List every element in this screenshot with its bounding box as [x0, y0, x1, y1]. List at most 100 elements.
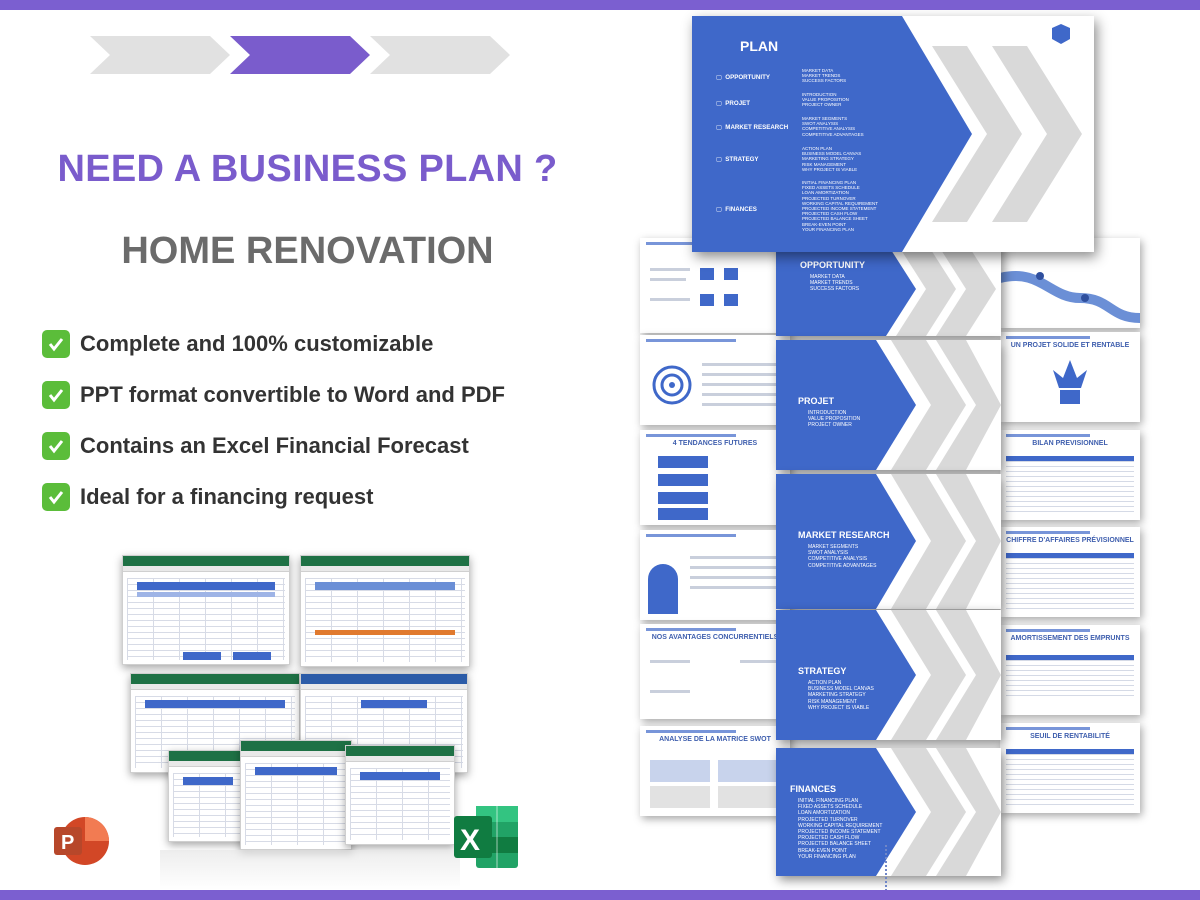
section-item: BUSINESS MODEL CANVAS	[808, 686, 874, 693]
content-slide	[640, 335, 790, 425]
logo-badge-icon	[1052, 24, 1070, 44]
section-title: STRATEGY	[798, 666, 847, 676]
excel-thumbnail	[130, 673, 300, 773]
content-slide: CHIFFRE D'AFFAIRES PRÉVISIONNEL	[1000, 527, 1140, 617]
plan-row-label: ▢ STRATEGY	[716, 156, 759, 163]
chevron-arrows-icon	[776, 748, 1001, 876]
plan-row-label: ▢ OPPORTUNITY	[716, 74, 770, 81]
section-item: RISK MANAGEMENT	[808, 698, 857, 705]
section-item: MARKETING STRATEGY	[808, 692, 866, 699]
section-title: PROJET	[798, 396, 835, 406]
chevron-arrows-icon	[776, 610, 1001, 740]
check-mark-icon	[42, 329, 70, 358]
section-item: SUCCESS FACTORS	[810, 286, 860, 293]
check-mark-icon	[42, 431, 70, 460]
excel-thumbnail	[122, 555, 290, 665]
section-slide-opportunity: OPPORTUNITY MARKET DATA MARKET TRENDS SU…	[776, 242, 1001, 336]
section-item: COMPETITIVE ADVANTAGES	[808, 562, 877, 569]
subheadline: HOME RENOVATION	[121, 230, 494, 272]
content-slide: AMORTISSEMENT DES EMPRUNTS	[1000, 625, 1140, 715]
section-item: MARKET DATA	[810, 274, 845, 280]
plan-row-label: ▢ MARKET RESEARCH	[716, 124, 789, 131]
chevron-arrows-icon	[776, 340, 1001, 470]
dotted-connector	[885, 845, 889, 890]
excel-thumbnail	[168, 750, 248, 842]
slide-title: 4 TENDANCES FUTURES	[672, 440, 758, 447]
excel-app-icon: X	[452, 802, 520, 872]
section-item: INTRODUCTION	[808, 410, 847, 416]
check-mark-icon	[42, 482, 70, 511]
section-items: ACTION PLAN BUSINESS MODEL CANVAS MARKET…	[808, 680, 874, 711]
content-slide: NOS AVANTAGES CONCURRENTIELS	[640, 624, 790, 719]
section-items: INTRODUCTION VALUE PROPOSITION PROJECT O…	[808, 410, 860, 429]
feature-text: Contains an Excel Financial Forecast	[80, 432, 469, 458]
slide-title: NOS AVANTAGES CONCURRENTIELS	[651, 634, 779, 641]
chevron-arrows-icon	[776, 242, 996, 336]
slide-title: AMORTISSEMENT DES EMPRUNTS	[1010, 635, 1130, 642]
road-map-icon	[1000, 271, 1140, 323]
section-item: PROJECTED INCOME STATEMENT	[798, 829, 881, 836]
slide-title: UN PROJET SOLIDE ET RENTABLE	[1010, 342, 1130, 349]
plan-row-label: ▢ FINANCES	[716, 206, 757, 213]
section-item: SWOT ANALYSIS	[808, 550, 849, 557]
svg-text:X: X	[460, 824, 480, 857]
section-item: YOUR FINANCING PLAN	[798, 853, 856, 860]
headline: NEED A BUSINESS PLAN ?	[57, 148, 558, 190]
section-items: INITIAL FINANCING PLAN FIXED ASSETS SCHE…	[798, 798, 882, 860]
slide-title: ANALYSE DE LA MATRICE SWOT	[659, 736, 771, 743]
section-item: COMPETITIVE ANALYSIS	[808, 556, 868, 563]
section-item: VALUE PROPOSITION	[808, 416, 861, 423]
content-slide: BILAN PREVISIONNEL	[1000, 430, 1140, 520]
section-item: MARKET SEGMENTS	[808, 544, 859, 550]
section-slide-market-research: MARKET RESEARCH MARKET SEGMENTS SWOT ANA…	[776, 474, 1001, 609]
content-slide: UN PROJET SOLIDE ET RENTABLE	[1000, 332, 1140, 422]
section-slide-strategy: STRATEGY ACTION PLAN BUSINESS MODEL CANV…	[776, 610, 1001, 740]
feature-item: Complete and 100% customizable	[42, 318, 505, 369]
content-slide: SEUIL DE RENTABILITÉ	[1000, 723, 1140, 813]
content-slide	[640, 238, 790, 333]
plan-title: PLAN	[740, 38, 779, 54]
svg-text:P: P	[61, 832, 74, 854]
feature-item: Contains an Excel Financial Forecast	[42, 420, 505, 471]
section-items: MARKET SEGMENTS SWOT ANALYSIS COMPETITIV…	[808, 544, 876, 569]
target-icon	[652, 365, 692, 405]
plant-icon	[1053, 360, 1087, 404]
section-item: WHY PROJECT IS VIABLE	[808, 704, 870, 711]
content-slide: ANALYSE DE LA MATRICE SWOT	[640, 726, 790, 816]
section-item: PROJECTED CASH FLOW	[798, 835, 860, 842]
section-slide-finances: FINANCES INITIAL FINANCING PLAN FIXED AS…	[776, 748, 1001, 876]
feature-item: PPT format convertible to Word and PDF	[42, 369, 505, 420]
section-item: PROJECTED BALANCE SHEET	[798, 841, 872, 848]
section-title: MARKET RESEARCH	[798, 530, 890, 540]
slide-title: CHIFFRE D'AFFAIRES PRÉVISIONNEL	[1006, 537, 1134, 544]
section-item: LOAN AMORTIZATION	[798, 810, 851, 817]
section-item: MARKET TRENDS	[810, 280, 853, 287]
content-slide	[640, 530, 790, 620]
feature-text: Ideal for a financing request	[80, 483, 374, 509]
chevron-arrows-icon	[776, 474, 1001, 609]
section-title: OPPORTUNITY	[800, 260, 866, 270]
section-items: MARKET DATA MARKET TRENDS SUCCESS FACTOR…	[810, 274, 859, 293]
excel-thumbnail	[345, 745, 455, 845]
section-item: ACTION PLAN	[808, 680, 842, 686]
slide-title: BILAN PREVISIONNEL	[1032, 440, 1108, 447]
section-item: WORKING CAPITAL REQUIREMENT	[798, 822, 883, 829]
section-item: INITIAL FINANCING PLAN	[798, 798, 859, 804]
section-item: BREAK-EVEN POINT	[798, 847, 847, 854]
section-item: PROJECT OWNER	[808, 422, 852, 429]
thumbnail-reflection	[160, 850, 460, 890]
product-banner: NEED A BUSINESS PLAN ? HOME RENOVATION C…	[0, 10, 1200, 890]
feature-text: Complete and 100% customizable	[80, 330, 434, 356]
section-slide-projet: PROJET INTRODUCTION VALUE PROPOSITION PR…	[776, 340, 1001, 470]
section-item: PROJECTED TURNOVER	[798, 816, 858, 823]
powerpoint-app-icon: P	[52, 816, 110, 866]
feature-item: Ideal for a financing request	[42, 471, 505, 522]
content-slide: 4 TENDANCES FUTURES	[640, 430, 790, 525]
section-title: FINANCES	[790, 784, 837, 794]
